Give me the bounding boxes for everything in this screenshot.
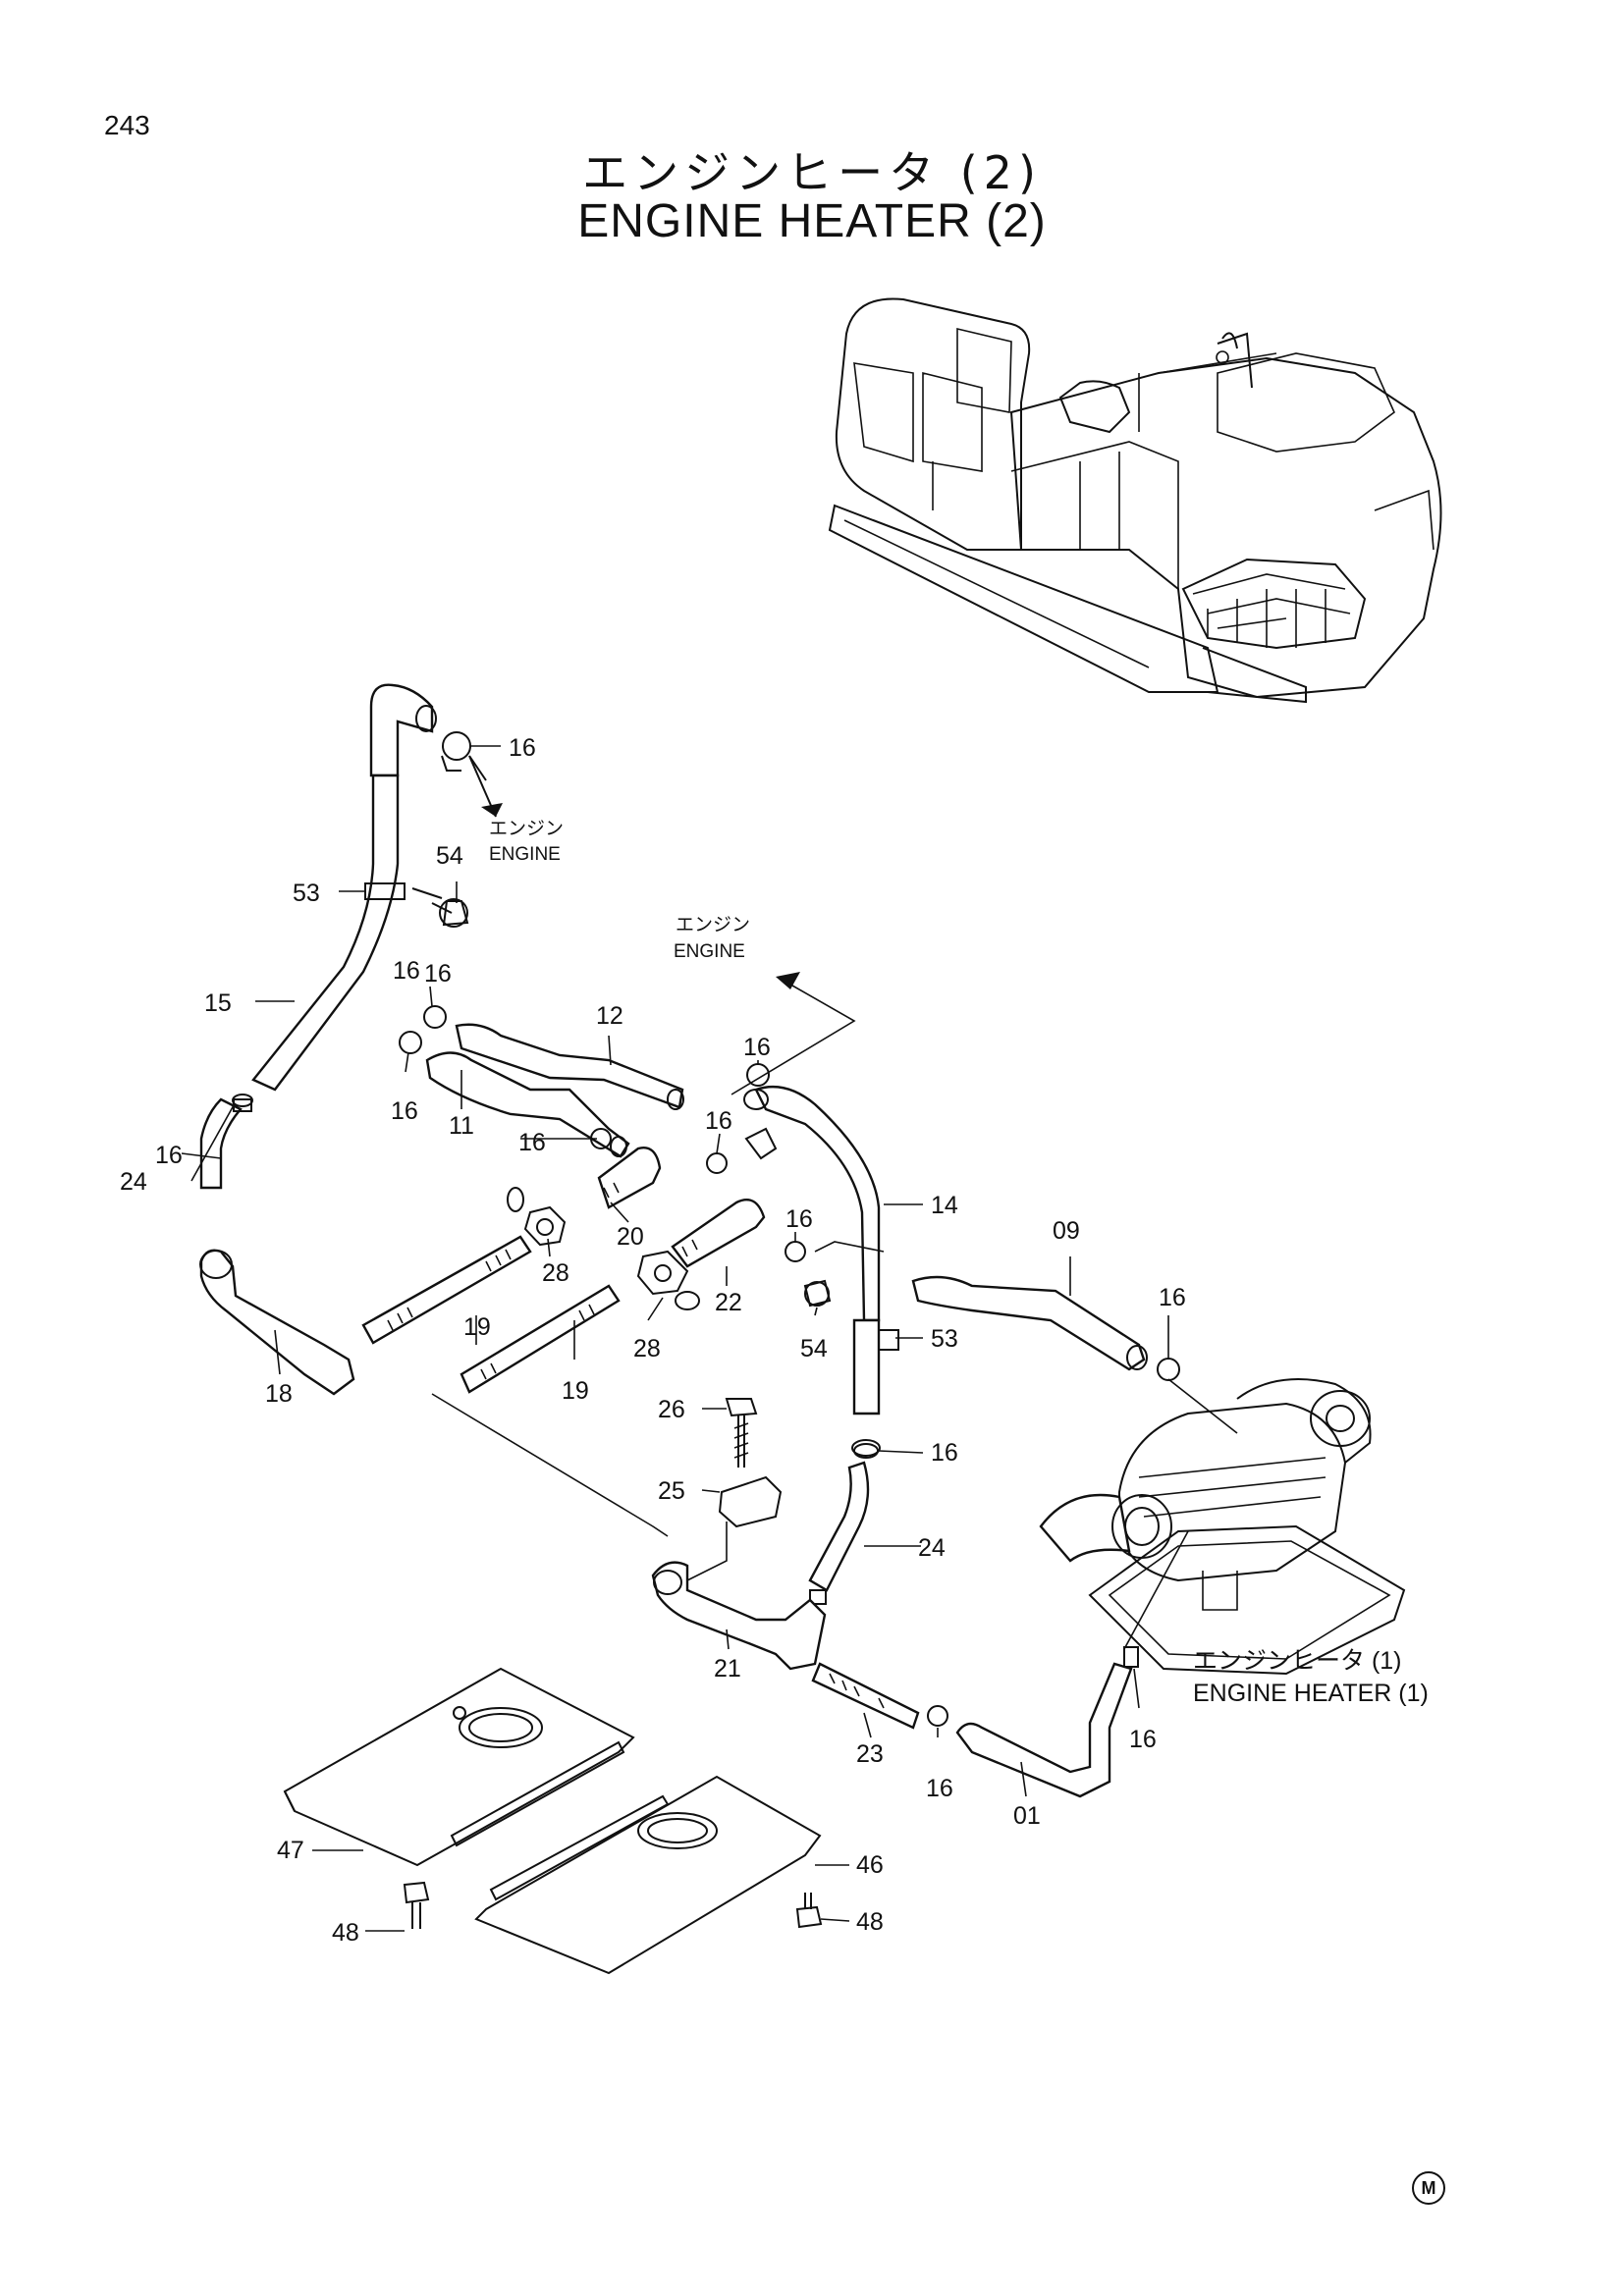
part-label: 47: [277, 1837, 304, 1864]
part-label: 16: [705, 1107, 732, 1135]
part-label: 09: [1053, 1217, 1080, 1245]
hose-assembly: [199, 683, 1180, 1798]
part-label: 25: [658, 1477, 685, 1505]
annotation-notes: エンジン ENGINE エンジン ENGINE エンジンヒータ (1) ENGI…: [489, 819, 1429, 1707]
part-label: 11: [449, 1112, 474, 1140]
part-label: 24: [120, 1168, 147, 1196]
part-label: 24: [918, 1534, 946, 1562]
part-label: 16: [424, 960, 452, 988]
part-label: 54: [800, 1335, 828, 1362]
part-label: 16: [509, 734, 536, 762]
revision-mark: M: [1412, 2171, 1445, 2205]
part-labels: 16 16 16 16 16 16 16 16 16 16 16 16 16 5…: [120, 734, 1186, 1947]
part-label: 16: [1129, 1726, 1157, 1753]
part-label: 16: [931, 1439, 958, 1467]
engine-note-english: ENGINE: [489, 844, 561, 865]
part-label: 16: [1159, 1284, 1186, 1311]
part-label: 53: [931, 1325, 958, 1353]
part-label: 15: [204, 989, 232, 1017]
page-title-japanese: エンジンヒータ (2): [582, 146, 1042, 199]
part-label: 12: [596, 1002, 623, 1030]
part-label: 46: [856, 1851, 884, 1879]
part-label: 48: [332, 1919, 359, 1947]
part-label: 16: [155, 1142, 183, 1169]
page-number: 243: [104, 110, 150, 140]
page-title-english: ENGINE HEATER (2): [577, 195, 1047, 247]
part-label: 16: [393, 957, 420, 985]
part-label: 14: [931, 1192, 958, 1219]
part-label: 19: [562, 1377, 589, 1405]
part-label: 16: [926, 1775, 953, 1802]
part-label: 16: [391, 1097, 418, 1125]
reference-lines: [431, 972, 1238, 1650]
excavator-overview: [828, 297, 1442, 704]
part-label: 16: [743, 1034, 771, 1061]
part-label: 16: [518, 1129, 546, 1156]
part-label: 01: [1013, 1802, 1041, 1830]
floor-covers: [283, 1667, 823, 1975]
part-label: 54: [436, 842, 463, 870]
heater-note-english: ENGINE HEATER (1): [1193, 1680, 1429, 1707]
engine-heater-unit: [1039, 1378, 1406, 1676]
part-label: 28: [542, 1259, 569, 1287]
engine-note-japanese: エンジン: [489, 819, 564, 839]
part-label: 20: [617, 1223, 644, 1251]
part-label: 53: [293, 880, 320, 907]
part-label: 22: [715, 1289, 742, 1316]
part-label: 28: [633, 1335, 661, 1362]
part-label: 18: [265, 1380, 293, 1408]
part-label: 16: [785, 1205, 813, 1233]
part-label: 23: [856, 1740, 884, 1768]
part-label: 48: [856, 1908, 884, 1936]
engine-note-english: ENGINE: [674, 941, 745, 962]
heater-note-japanese: エンジンヒータ (1): [1193, 1647, 1402, 1675]
part-label: 19: [463, 1313, 491, 1341]
leader-lines: [181, 745, 1169, 1932]
part-label: 21: [714, 1655, 741, 1682]
part-label: 26: [658, 1396, 685, 1423]
engine-note-japanese: エンジン: [676, 915, 750, 935]
